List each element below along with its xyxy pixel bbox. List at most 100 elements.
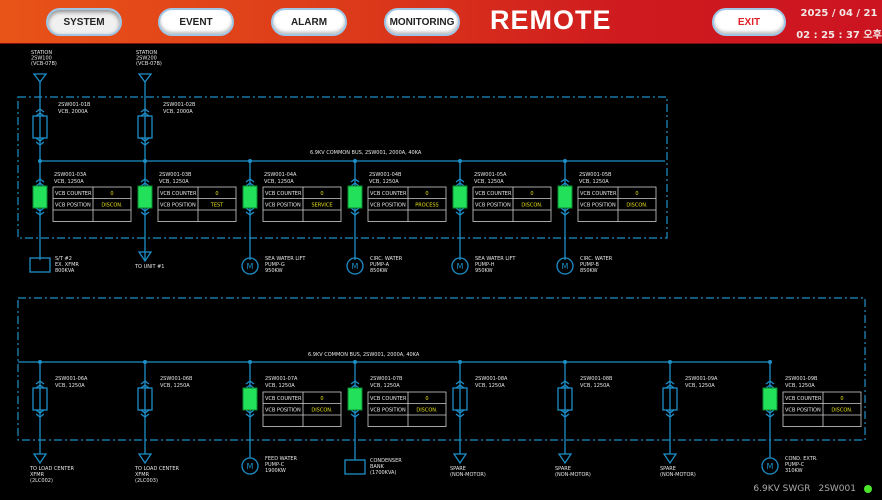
vcb-counter-label: VCB COUNTER: [785, 396, 822, 402]
feeder-breaker[interactable]: [762, 387, 778, 411]
feeder-triangle-icon: [452, 453, 468, 465]
chevron-up-icon: [665, 380, 675, 385]
feeder-triangle-icon: [557, 453, 573, 465]
feeder-breaker[interactable]: [557, 185, 573, 209]
feeder-breaker[interactable]: [452, 185, 468, 209]
nav-alarm-button[interactable]: ALARM: [271, 8, 347, 36]
chevron-up-icon: [140, 384, 150, 389]
vcb-counter-label: VCB COUNTER: [475, 191, 512, 197]
load-label: CIRC. WATER: [580, 256, 613, 262]
breaker-id: 2SW001-05B: [579, 172, 612, 178]
chevron-down-icon: [455, 207, 465, 212]
breaker-rating: VCB, 1250A: [579, 179, 609, 185]
load-label: (NON-MOTOR): [660, 472, 696, 478]
feeder-breaker[interactable]: [557, 387, 573, 411]
station-triangle-icon: [137, 73, 153, 84]
feeder-breaker[interactable]: [242, 387, 258, 411]
breaker-rating: VCB, 1250A: [369, 179, 399, 185]
chevron-up-icon: [665, 384, 675, 389]
motor-icon: [451, 257, 469, 275]
vcb-position-value: PROCESS: [415, 203, 438, 209]
chevron-down-icon: [140, 207, 150, 212]
feeder-breaker[interactable]: [242, 185, 258, 209]
breaker-id: 2SW001-02B: [163, 102, 196, 108]
feeder-triangle-icon: [662, 453, 678, 465]
chevron-down-icon: [35, 409, 45, 414]
chevron-up-icon: [35, 112, 45, 117]
nav-monitoring-button[interactable]: MONITORING: [384, 8, 460, 36]
incomer-breaker[interactable]: [32, 115, 48, 139]
feeder-breaker[interactable]: [347, 387, 363, 411]
station-label: (VCB-07B): [31, 61, 57, 67]
feeder-breaker[interactable]: [347, 185, 363, 209]
vcb-info-table: [577, 186, 657, 222]
vcb-counter-value: 0: [425, 396, 428, 402]
chevron-down-icon: [245, 207, 255, 212]
vcb-position-value: SERVICE: [311, 203, 332, 209]
exit-button[interactable]: EXIT: [712, 8, 786, 36]
chevron-up-icon: [140, 108, 150, 113]
chevron-up-icon: [245, 380, 255, 385]
chevron-down-icon: [140, 137, 150, 142]
station-label: STATION: [31, 50, 52, 56]
motor-icon: [556, 257, 574, 275]
vcb-position-label: VCB POSITION: [265, 203, 301, 209]
vcb-position-value: DISCON.: [831, 408, 853, 414]
chevron-up-icon: [245, 384, 255, 389]
feeder-breaker[interactable]: [452, 387, 468, 411]
vcb-position-value: DISCON.: [101, 203, 123, 209]
breaker-rating: VCB, 1250A: [159, 179, 189, 185]
chevron-down-icon: [140, 413, 150, 418]
vcb-position-value: DISCON.: [521, 203, 543, 209]
vcb-counter-value: 0: [320, 396, 323, 402]
single-line-diagram: 6.9KV COMMON BUS, 2SW001, 2000A, 40KASTA…: [17, 50, 866, 484]
chevron-up-icon: [765, 384, 775, 389]
nav-system-button[interactable]: SYSTEM: [46, 8, 122, 36]
vcb-info-table: [782, 391, 862, 427]
motor-letter: M: [352, 262, 359, 271]
breaker-rating: VCB, 1250A: [54, 179, 84, 185]
vcb-position-value: DISCON.: [626, 203, 648, 209]
vcb-counter-label: VCB COUNTER: [580, 191, 617, 197]
feeder-breaker[interactable]: [137, 185, 153, 209]
chevron-down-icon: [455, 409, 465, 414]
motor-letter: M: [767, 462, 774, 471]
vcb-info-table: [367, 391, 447, 427]
load-label: CIRC. WATER: [370, 256, 403, 262]
breaker-rating: VCB, 1250A: [685, 383, 715, 389]
vcb-counter-value: 0: [840, 396, 843, 402]
chevron-up-icon: [455, 384, 465, 389]
load-label: (2LC002): [30, 478, 53, 484]
bus-label: 2SW001: [818, 484, 856, 494]
chevron-up-icon: [140, 112, 150, 117]
feeder-breaker[interactable]: [32, 185, 48, 209]
chevron-down-icon: [245, 409, 255, 414]
load-label: 850KW: [580, 268, 598, 274]
station-triangle-icon: [32, 73, 48, 84]
vcb-info-table: [262, 186, 342, 222]
vcb-counter-value: 0: [530, 191, 533, 197]
chevron-up-icon: [350, 178, 360, 183]
incomer-breaker[interactable]: [137, 115, 153, 139]
breaker-id: 2SW001-03B: [159, 172, 192, 178]
load-label: 850KW: [370, 268, 388, 274]
vcb-counter-label: VCB COUNTER: [265, 396, 302, 402]
breaker-id: 2SW001-05A: [474, 172, 507, 178]
vcb-position-label: VCB POSITION: [160, 203, 196, 209]
feeder-breaker[interactable]: [137, 387, 153, 411]
load-label: (NON-MOTOR): [555, 472, 591, 478]
vcb-position-label: VCB POSITION: [785, 408, 821, 414]
transformer-box-icon: [344, 459, 366, 475]
chevron-up-icon: [350, 380, 360, 385]
load-label: PUMP-A: [370, 262, 390, 268]
vcb-position-value: DISCON.: [416, 408, 438, 414]
load-label: 1900KW: [265, 468, 286, 474]
feeder-breaker[interactable]: [32, 387, 48, 411]
nav-event-button[interactable]: EVENT: [158, 8, 234, 36]
breaker-id: 2SW001-07B: [370, 376, 403, 382]
transformer-box-icon: [29, 257, 51, 273]
load-label: (2LC003): [135, 478, 158, 484]
feeder-breaker[interactable]: [662, 387, 678, 411]
load-label: TO LOAD CENTER: [134, 466, 179, 472]
vcb-position-label: VCB POSITION: [370, 203, 406, 209]
